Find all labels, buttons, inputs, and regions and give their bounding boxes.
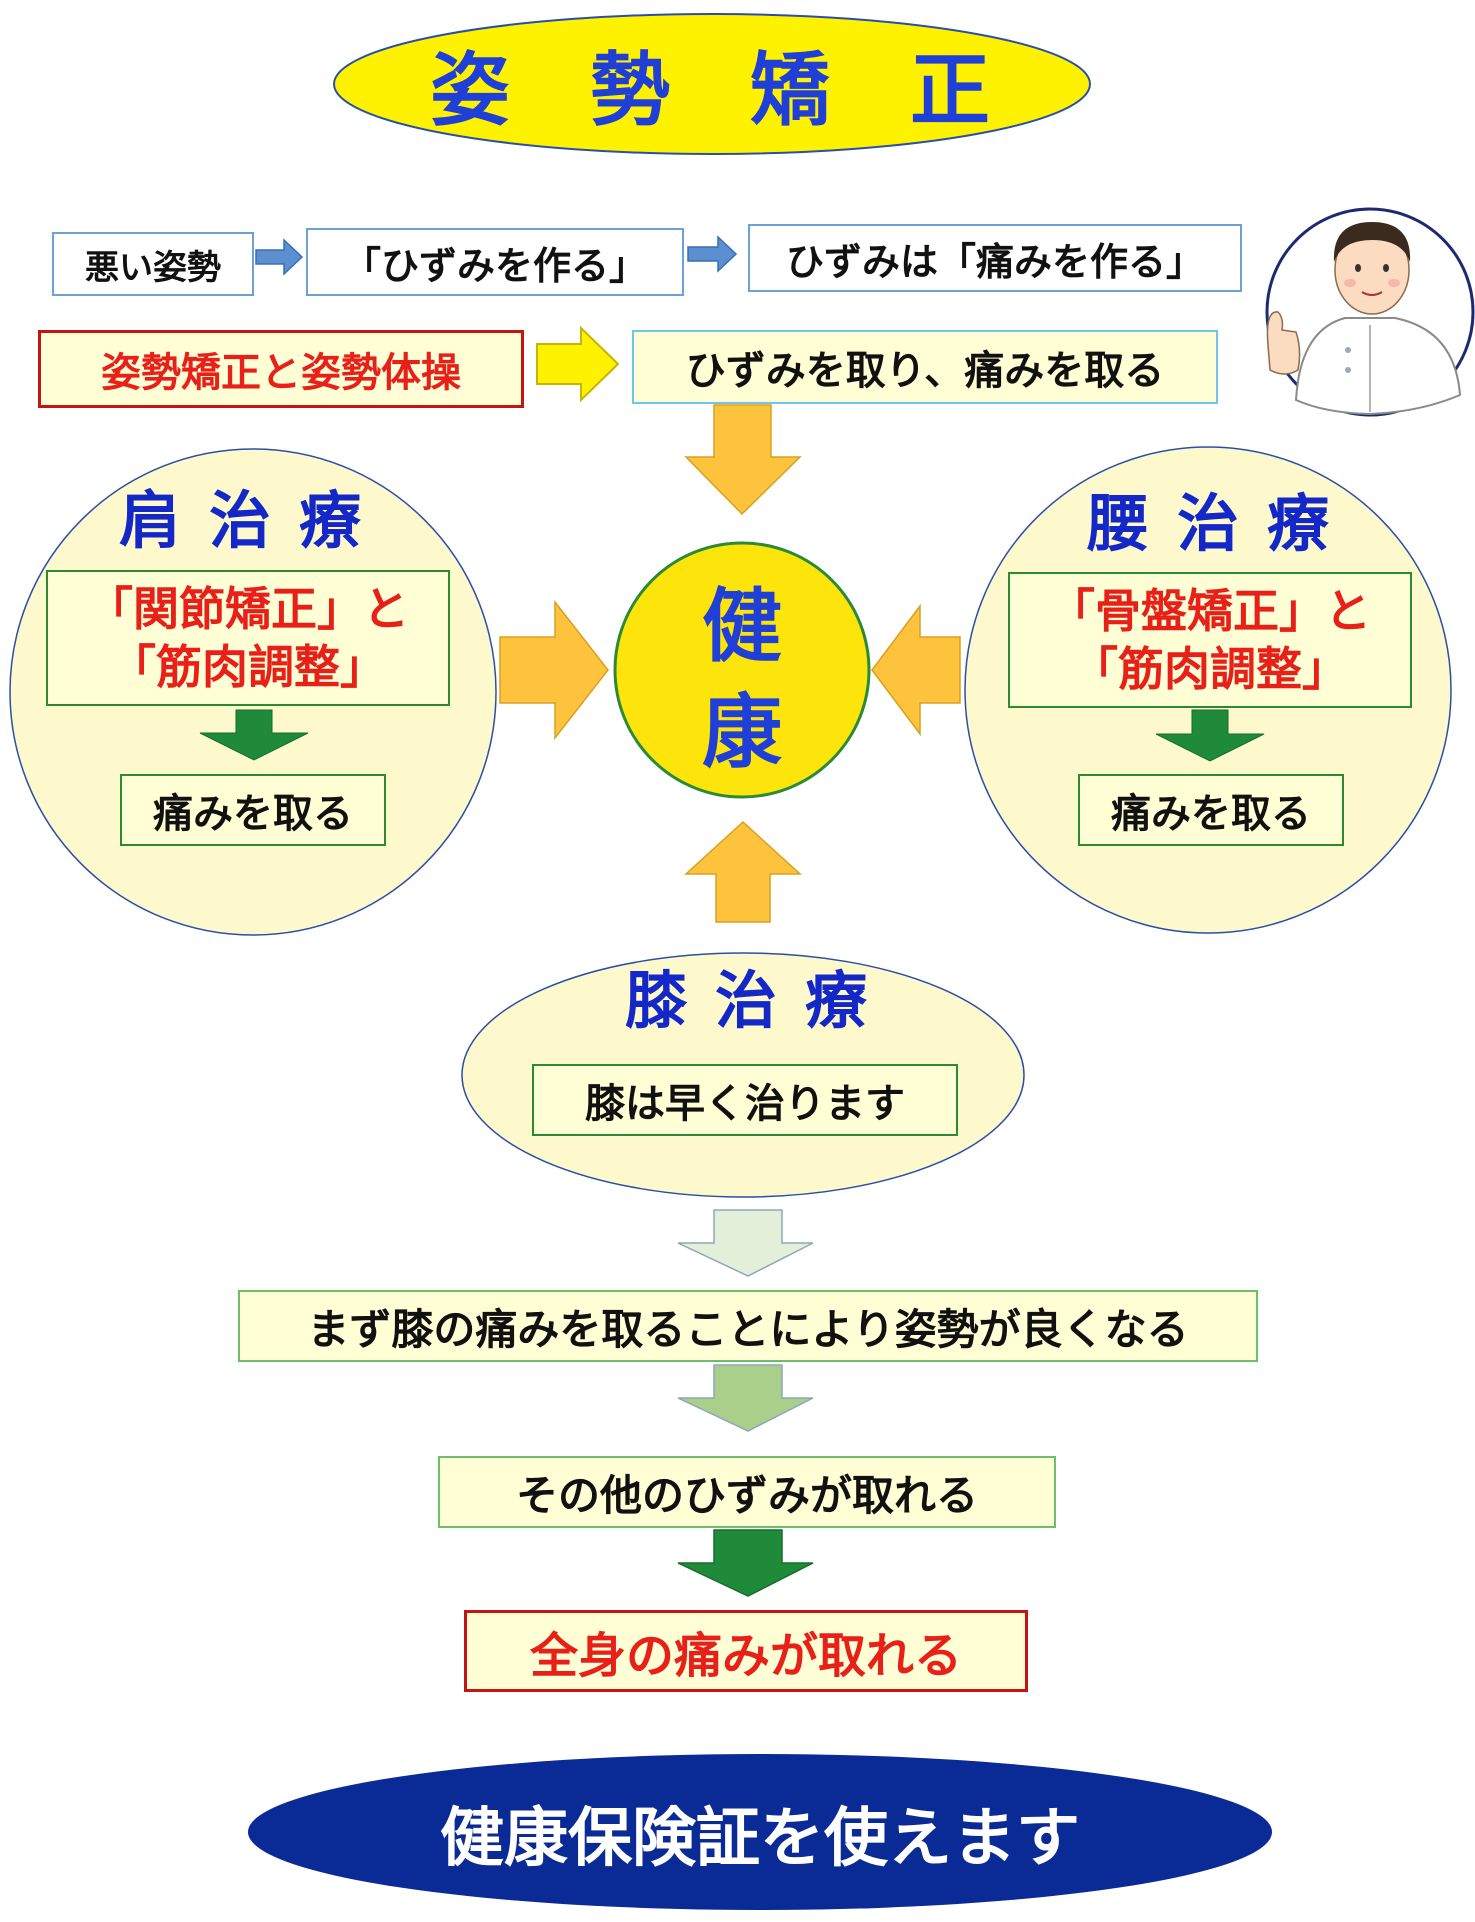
shoulder-method-line2: 「筋肉調整」 xyxy=(110,640,386,694)
footer-text: 健康保険証を使えます xyxy=(440,1802,1080,1876)
arrow-right-icon xyxy=(255,238,304,276)
arrow-down-icon xyxy=(1155,709,1265,762)
remove-distortion-box: ひずみを取り、痛みを取る xyxy=(632,330,1218,404)
knee-result-box: 膝は早く治ります xyxy=(532,1064,958,1136)
center-circle xyxy=(613,541,871,799)
arrow-down-icon xyxy=(677,1529,814,1597)
arrow-down-icon xyxy=(677,1364,814,1432)
makes-distortion-box: 「ひずみを作る」 xyxy=(306,228,684,296)
arrow-right-icon xyxy=(536,325,620,403)
arrow-down-icon xyxy=(677,1209,814,1277)
arrow-left-icon xyxy=(871,603,961,737)
arrow-down-icon xyxy=(684,404,802,516)
correction-box: 姿勢矯正と姿勢体操 xyxy=(38,330,524,408)
shoulder-method-box: 「関節矯正」と 「筋肉調整」 xyxy=(46,570,450,706)
center-line2: 康 xyxy=(702,686,782,779)
waist-result-box: 痛みを取る xyxy=(1078,774,1344,846)
page-title: 姿 勢 矯 正 xyxy=(430,44,990,137)
bad-posture-box: 悪い姿勢 xyxy=(52,232,254,296)
flow-step3-box: 全身の痛みが取れる xyxy=(464,1610,1028,1692)
doctor-icon xyxy=(1266,222,1462,416)
waist-title: 腰治療 xyxy=(1086,487,1357,560)
title-ellipse xyxy=(333,13,1091,155)
waist-method-line1: 「骨盤矯正」と xyxy=(1049,584,1371,638)
arrow-right-icon xyxy=(687,235,738,273)
distortion-pain-box: ひずみは「痛みを作る」 xyxy=(748,224,1242,292)
footer-ellipse xyxy=(248,1754,1272,1910)
shoulder-result-box: 痛みを取る xyxy=(120,774,386,846)
knee-title: 膝治療 xyxy=(624,964,895,1037)
flow-step1-box: まず膝の痛みを取ることにより姿勢が良くなる xyxy=(238,1290,1258,1362)
shoulder-title: 肩治療 xyxy=(118,484,389,557)
waist-method-box: 「骨盤矯正」と 「筋肉調整」 xyxy=(1008,572,1412,708)
shoulder-method-line1: 「関節矯正」と xyxy=(87,582,409,636)
arrow-up-icon xyxy=(684,820,802,923)
center-line1: 健 xyxy=(702,580,782,673)
flow-step2-box: その他のひずみが取れる xyxy=(438,1456,1056,1528)
waist-method-line2: 「筋肉調整」 xyxy=(1072,642,1348,696)
arrow-down-icon xyxy=(199,709,309,761)
arrow-right-icon xyxy=(499,599,609,741)
